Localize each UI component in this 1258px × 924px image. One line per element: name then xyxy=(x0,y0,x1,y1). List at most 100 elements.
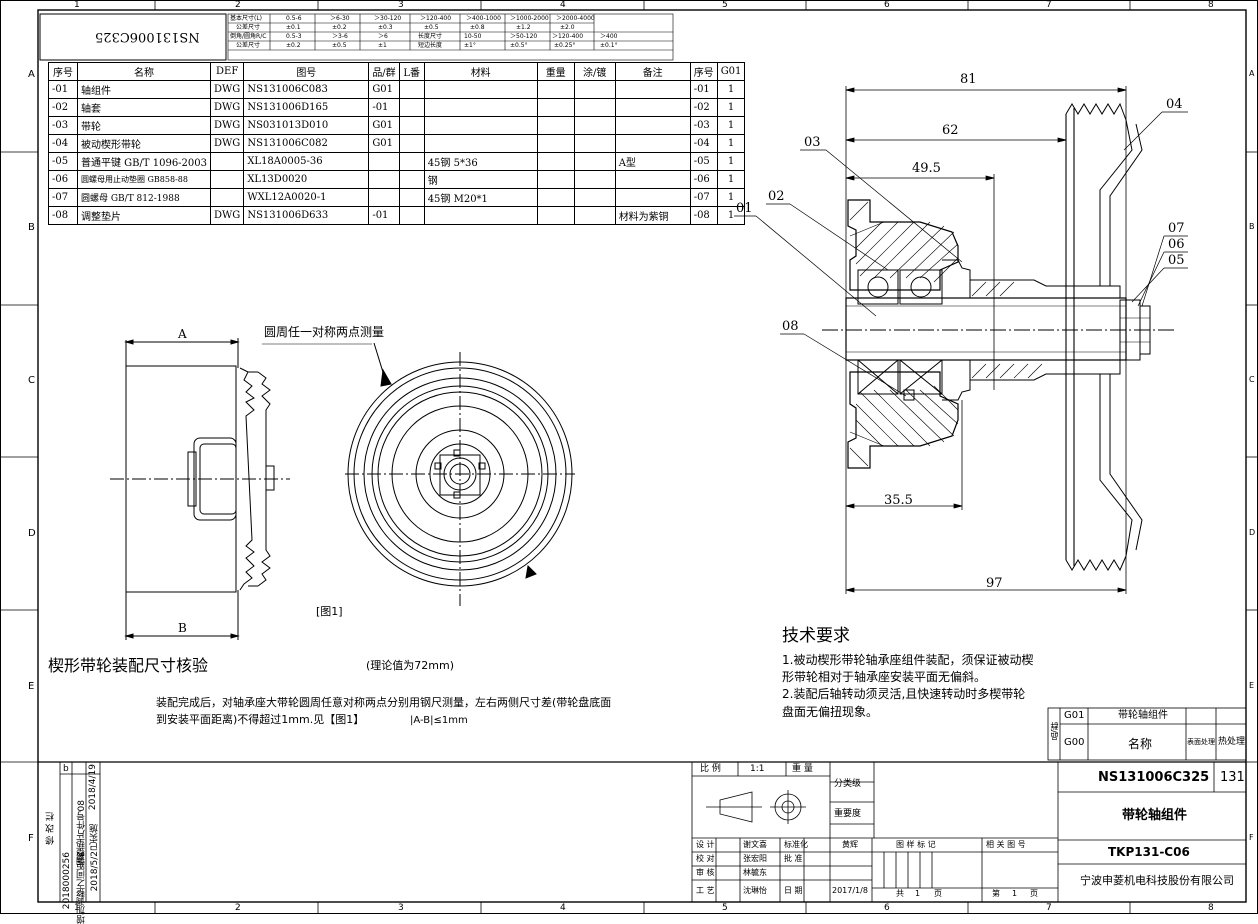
tb-approve-label: 批 准 xyxy=(784,854,803,863)
check-title: 楔形带轮装配尺寸核验 xyxy=(48,656,209,675)
balloon-02: 02 xyxy=(768,189,785,204)
dim-35-5: 35.5 xyxy=(884,493,913,508)
tb-reviewer: 林毓东 xyxy=(743,868,767,877)
tb-total-n: 1 xyxy=(915,889,921,898)
tb-process-person: 沈琳怡 xyxy=(743,886,767,895)
bom-header-row: 序号 名称 DEF 图号 品/群 L番 材料 重量 涂/镀 备注 序号 G01 xyxy=(48,62,746,81)
projection-symbol xyxy=(706,790,806,824)
row-letter-e: E xyxy=(28,681,35,692)
col-num-2: 2 xyxy=(235,0,241,10)
tb-company: 宁波申菱机电科技股份有限公司 xyxy=(1080,874,1234,887)
balloon-05: 05 xyxy=(1168,253,1185,268)
row-letter-b-r: B xyxy=(1249,222,1255,231)
rev-text2: 2018/5/2已实施 xyxy=(90,824,100,892)
front-view xyxy=(262,342,575,606)
dim-a-label: A xyxy=(178,327,187,341)
tb-sheet-unit: 页 xyxy=(1030,889,1038,898)
row-letter-b: B xyxy=(28,222,35,233)
variant-g01-name: 带轮轴组件 xyxy=(1118,710,1168,721)
tb-date: 2017/1/8 xyxy=(832,886,868,895)
dim-97: 97 xyxy=(986,576,1003,591)
row-letter-d: D xyxy=(28,528,36,539)
tb-process-label: 工 艺 xyxy=(696,886,715,895)
tb-scale-label: 比 例 xyxy=(700,764,721,774)
col-num-7: 7 xyxy=(1046,0,1052,10)
tb-related-label: 相 关 图 号 xyxy=(986,840,1026,849)
section-view xyxy=(734,86,1188,594)
tb-review-label: 审 核 xyxy=(696,868,715,877)
balloon-08: 08 xyxy=(782,319,799,334)
inner-frame xyxy=(37,9,1247,903)
col-num-3: 3 xyxy=(398,0,404,10)
tech-req-line3: 2.装配后轴转动须灵活,且快速转动时多楔带轮 xyxy=(782,687,1026,701)
row-letter-a-r: A xyxy=(1249,69,1255,78)
figure-label: [图1] xyxy=(316,605,343,618)
variant-g00: G00 xyxy=(1064,737,1085,748)
rev-mark: b xyxy=(63,764,69,774)
variant-side: 品/群 xyxy=(1050,722,1059,741)
rev-date1: 2018/4/19 xyxy=(88,764,98,811)
balloon-01: 01 xyxy=(736,201,753,216)
dim-49-5: 49.5 xyxy=(912,161,941,176)
check-formula: |A-B|≤1mm xyxy=(410,715,468,726)
tb-check-label: 校 对 xyxy=(696,854,715,863)
col-num-3b: 3 xyxy=(398,903,404,913)
rev-text3: 增加调整之间距离 xyxy=(77,852,87,924)
rev-code: 2018000256 xyxy=(62,852,72,910)
tb-total-unit: 页 xyxy=(934,889,942,898)
theory-value: (理论值为72mm) xyxy=(366,659,455,672)
tb-total-label: 共 xyxy=(896,889,904,898)
row-letter-f-r: F xyxy=(1249,833,1254,842)
tb-drawing-no: NS131006C325 xyxy=(1098,770,1210,785)
col-num-5: 5 xyxy=(722,0,728,10)
drawing-code-mirrored: NS131006C325 xyxy=(95,29,200,44)
col-num-1b: 1 xyxy=(74,903,80,913)
rev-label: 修 改 栏 xyxy=(46,812,56,845)
tb-std-person: 黄辉 xyxy=(842,840,858,849)
row-letter-c: C xyxy=(28,375,35,386)
dim-81: 81 xyxy=(960,72,977,87)
row-letter-a: A xyxy=(28,69,35,80)
tb-design-label: 设 计 xyxy=(696,840,715,849)
side-view xyxy=(110,338,290,640)
variant-heat: 热处理 xyxy=(1218,737,1246,747)
tb-size-code: 131 xyxy=(1220,770,1245,785)
dim-b-label: B xyxy=(178,621,187,635)
row-letter-e-r: E xyxy=(1249,681,1255,690)
col-num-8: 8 xyxy=(1208,0,1214,10)
title-block-grid xyxy=(691,761,1247,903)
tb-part-name: 带轮轴组件 xyxy=(1122,808,1188,823)
tb-checker: 张宏阳 xyxy=(743,854,767,863)
tb-class-label: 分类级 xyxy=(834,779,862,789)
bom-table: 序号 名称 DEF 图号 品/群 L番 材料 重量 涂/镀 备注 序号 G01 … xyxy=(48,62,746,225)
col-num-7b: 7 xyxy=(1046,903,1052,913)
col-num-5b: 5 xyxy=(722,903,728,913)
tb-project-code: TKP131-C06 xyxy=(1108,845,1190,859)
row-letter-d-r: D xyxy=(1249,528,1256,537)
balloon-07: 07 xyxy=(1168,221,1185,236)
tb-std-label: 标准化 xyxy=(784,840,808,849)
balloon-03: 03 xyxy=(804,135,821,150)
col-num-1: 1 xyxy=(74,0,80,10)
tech-req-title: 技术要求 xyxy=(782,626,850,646)
variant-surface: 表面处理 xyxy=(1187,738,1215,746)
tb-mark-label: 图 样 标 记 xyxy=(896,840,936,849)
tech-req-line1: 1.被动楔形带轮轴承座组件装配，须保证被动楔 xyxy=(782,653,1034,667)
balloon-04: 04 xyxy=(1166,97,1183,112)
col-num-4b: 4 xyxy=(560,903,566,913)
tb-sheet-label: 第 xyxy=(992,889,1000,898)
variant-g01: G01 xyxy=(1064,710,1085,721)
tb-designer: 谢文喜 xyxy=(743,840,767,849)
col-num-6b: 6 xyxy=(884,903,890,913)
check-text-1: 装配完成后，对轴承座大带轮圆周任意对称两点分别用钢尺测量，左右两侧尺寸差(带轮盘… xyxy=(156,696,612,709)
